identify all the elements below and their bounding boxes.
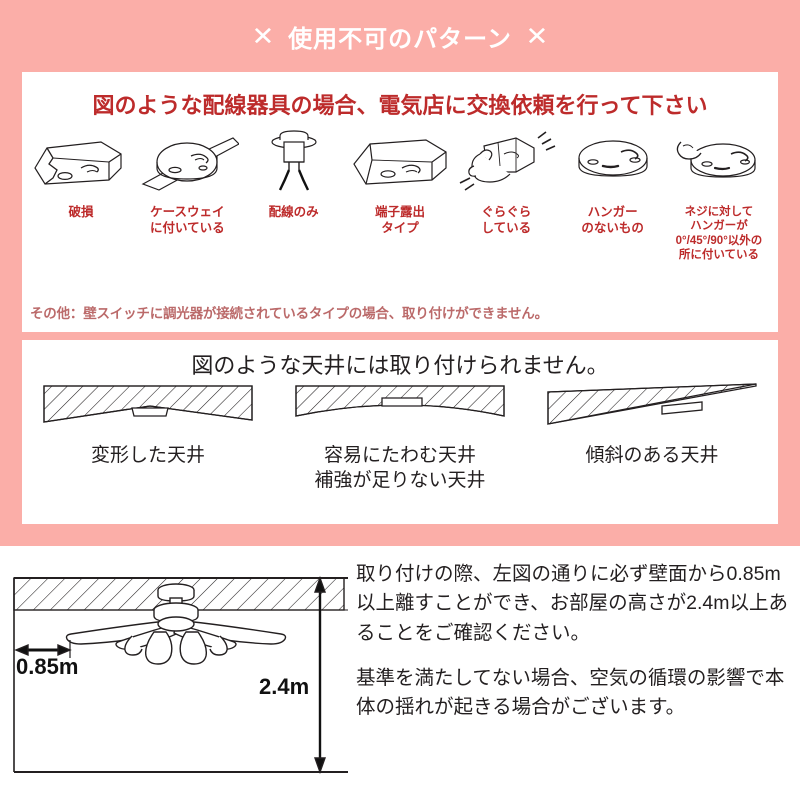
ceiling-fan-clearance-diagram: 0.85m 2.4m — [4, 554, 348, 794]
horizontal-clearance-label: 0.85m — [16, 654, 79, 679]
wiring-item-label: ネジに対して ハンガーが 0°/45°/90°以外の 所に付いている — [675, 206, 763, 262]
wiring-item-hanger-angle: ネジに対して ハンガーが 0°/45°/90°以外の 所に付いている — [666, 128, 772, 263]
ceiling-item-label: 変形した天井 — [90, 445, 205, 466]
wiring-item-label: ケースウェイ に付いている — [150, 205, 225, 235]
wiring-panel-heading: 図のような配線器具の場合、電気店に交換依頼を行って下さい — [92, 93, 708, 118]
bare-wires-only-icon — [242, 128, 346, 202]
sagging-ceiling-icon — [292, 382, 508, 434]
exposed-terminal-type-icon — [348, 128, 452, 202]
wiring-item-label: 端子露出 タイプ — [374, 205, 425, 235]
sloped-ceiling-icon — [544, 382, 760, 434]
ceiling-item-deformed: 変形した天井 — [34, 382, 262, 469]
wiring-item-label: 破損 — [68, 205, 94, 219]
deformed-ceiling-icon — [40, 382, 256, 434]
pink-frame: ✕ 使用不可のパターン ✕ 図のような配線器具の場合、電気店に交換依頼を行って下… — [0, 0, 800, 546]
ceiling-types-panel: 図のような天井には取り付けられません。 — [22, 340, 778, 524]
clearance-paragraph-1: 取り付けの際、左図の通りに必ず壁面から0.85m以上離すことができ、お部屋の高さ… — [356, 563, 788, 644]
ceiling-item-label: 傾斜のある天井 — [585, 445, 719, 466]
cross-mark-right-icon: ✕ — [525, 21, 549, 51]
cross-mark-left-icon: ✕ — [251, 21, 275, 51]
wiring-devices-panel: 図のような配線器具の場合、電気店に交換依頼を行って下さい — [22, 72, 778, 332]
ceiling-item-sloped: 傾斜のある天井 — [538, 382, 766, 469]
wiring-item-label: 配線のみ — [268, 205, 319, 219]
ceiling-item-sagging: 容易にたわむ天井 補強が足りない天井 — [286, 382, 514, 493]
wiring-item-broken: 破損 — [28, 128, 134, 221]
clearance-paragraph-2: 基準を満たしてない場合、空気の循環の影響で本体の揺れが起きる場合がございます。 — [356, 666, 785, 718]
ceiling-item-label: 容易にたわむ天井 補強が足りない天井 — [314, 445, 486, 491]
clearance-description: 取り付けの際、左図の通りに必ず壁面から0.85m以上離すことができ、お部屋の高さ… — [356, 560, 792, 722]
hanger-angle-icon — [667, 128, 771, 202]
vertical-clearance-label: 2.4m — [259, 674, 310, 699]
wiring-panel-footnote: その他：壁スイッチに調光器が接続されているタイプの場合、取り付けができません。 — [30, 306, 548, 321]
ceiling-icon-row: 変形した天井 容易にたわむ天井 補強が足りない天井 — [22, 382, 778, 522]
wiring-item-no-hanger: ハンガー のないもの — [560, 128, 666, 236]
caseway-mounted-rosette-icon — [135, 128, 240, 202]
wiring-item-label: ハンガー のないもの — [581, 205, 644, 235]
wiring-icon-row: 破損 — [22, 128, 778, 278]
header-banner: ✕ 使用不可のパターン ✕ — [0, 0, 800, 72]
ceiling-panel-heading: 図のような天井には取り付けられません。 — [191, 353, 609, 378]
wiring-item-label: ぐらぐら している — [481, 205, 532, 235]
broken-wiring-device-icon — [29, 128, 133, 202]
wobbling-hand-icon — [454, 128, 558, 202]
wiring-item-exposed-terminal: 端子露出 タイプ — [347, 128, 453, 236]
page-title: 使用不可のパターン — [288, 25, 512, 53]
wiring-item-wires-only: 配線のみ — [241, 128, 347, 221]
clearance-section: 0.85m 2.4m 取り付けの際、左図の通りに必ず壁面から0.85m以上離すこ… — [0, 546, 800, 800]
wiring-item-caseway: ケースウェイ に付いている — [134, 128, 240, 236]
rosette-without-hanger-icon — [561, 128, 665, 202]
wiring-item-wobbling: ぐらぐら している — [453, 128, 559, 236]
